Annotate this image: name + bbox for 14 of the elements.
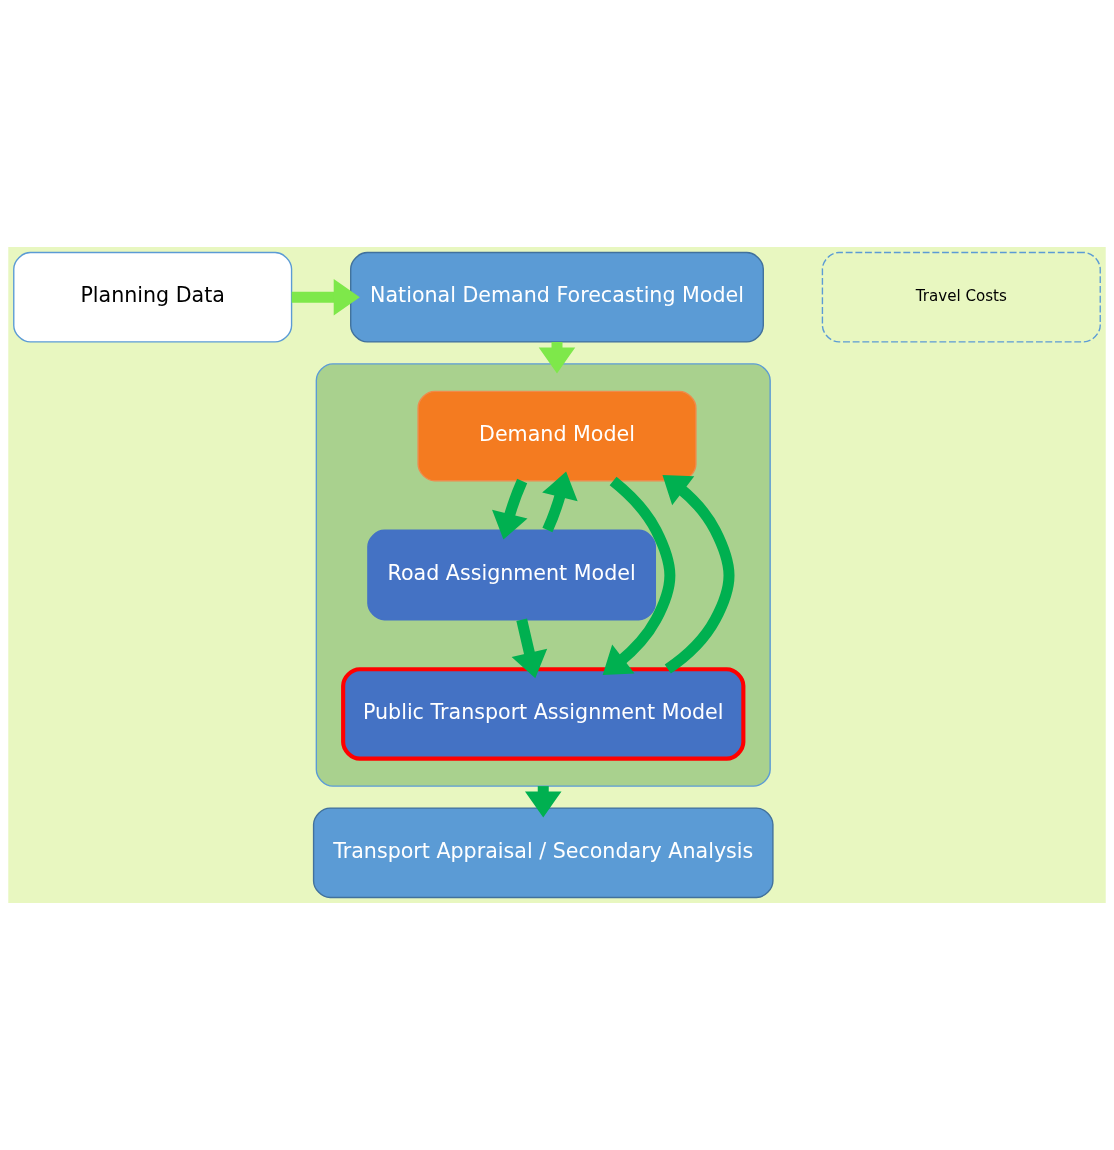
node-box: Planning Data — [13, 251, 293, 343]
arrow — [291, 278, 360, 316]
arrow — [511, 618, 548, 679]
cluster — [315, 363, 771, 787]
node-box: Demand Model — [417, 390, 697, 482]
node-box: Road Assignment Model — [367, 529, 657, 621]
node-box: Travel Costs — [821, 251, 1101, 343]
node-box: Public Transport Assignment Model — [341, 667, 746, 761]
arrow — [542, 471, 578, 533]
node-box: National Demand Forecasting Model — [350, 251, 764, 343]
arrow — [492, 478, 528, 540]
node-box: Transport Appraisal / Secondary Analysis — [312, 807, 774, 899]
arrow — [662, 475, 735, 674]
arrow — [602, 476, 676, 675]
